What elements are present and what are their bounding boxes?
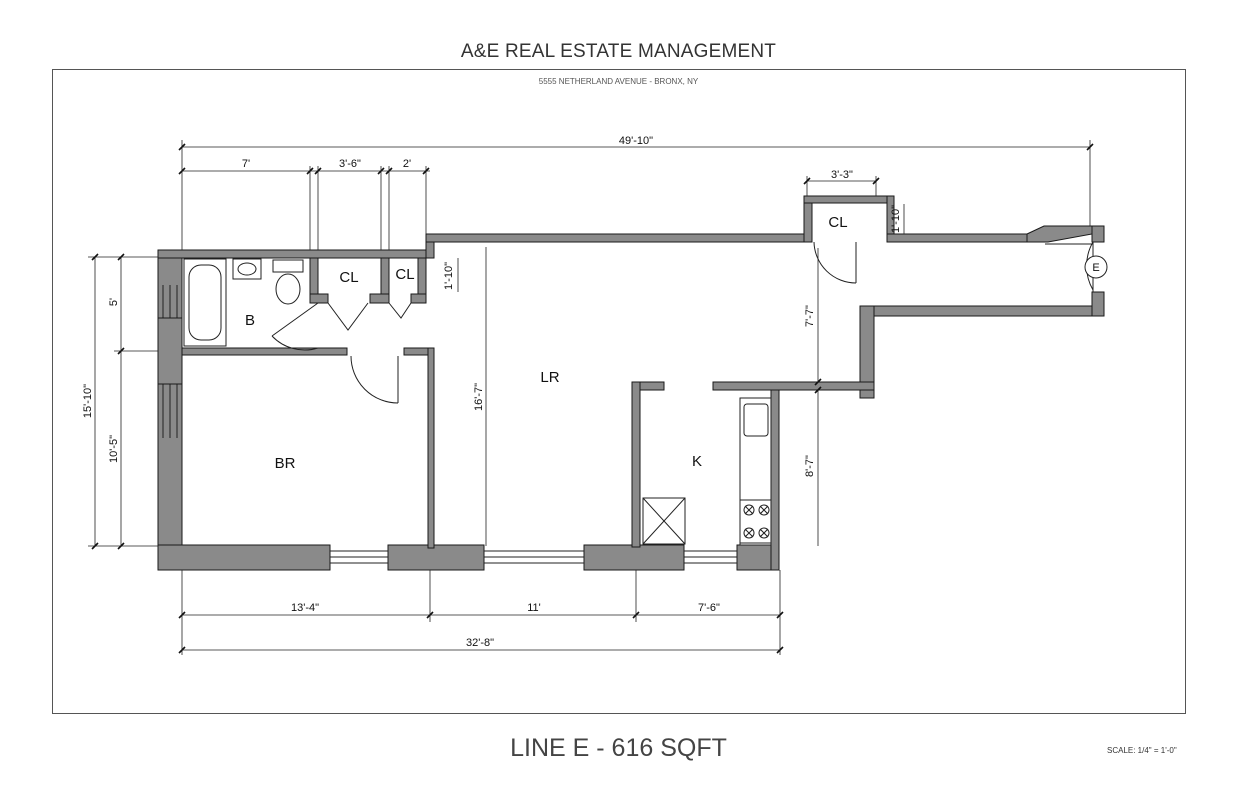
- scale-note: SCALE: 1/4" = 1'-0": [1107, 746, 1177, 755]
- dim-kitchen-depth: 8'-7": [804, 455, 816, 477]
- dim-overall-width: 49'-10": [619, 135, 653, 147]
- unit-title: LINE E - 616 SQFT: [510, 734, 727, 762]
- room-living: LR: [540, 369, 559, 386]
- dim-top-closet1: 3'-6": [339, 158, 361, 170]
- refrigerator: [642, 497, 686, 545]
- drawing-frame: [52, 69, 1186, 714]
- dim-entry-closet-depth: 1'-10": [890, 205, 902, 233]
- dim-bottom-overall: 32'-8": [466, 637, 494, 649]
- dim-bottom-bedroom: 13'-4": [291, 602, 319, 614]
- company-name: A&E REAL ESTATE MANAGEMENT: [460, 41, 777, 62]
- dim-left-overall: 15'-10": [82, 384, 94, 418]
- room-bedroom: BR: [275, 455, 296, 472]
- fixtures: [183, 255, 1108, 546]
- room-kitchen: K: [692, 453, 702, 470]
- dim-entry-closet-width: 3'-3": [831, 169, 853, 181]
- property-address: 5555 NETHERLAND AVENUE - BRONX, NY: [538, 77, 699, 86]
- bathtub: [183, 258, 227, 347]
- room-entry: E: [1092, 262, 1099, 274]
- walls: [157, 195, 1105, 571]
- room-labels: B CL CL CL BR LR K E: [245, 214, 1100, 472]
- stove: [739, 499, 772, 544]
- windows: [157, 285, 737, 564]
- dim-left-bath: 5': [108, 298, 120, 306]
- room-bath: B: [245, 312, 255, 329]
- kitchen-counter: [739, 397, 772, 546]
- dim-top-bath: 7': [242, 158, 250, 170]
- dimension-ticks: [91, 143, 1094, 654]
- dimension-labels: 49'-10" 7' 3'-6" 2' 3'-3" 1'-10" 1'-10" …: [82, 135, 902, 649]
- toilet: [272, 259, 304, 273]
- dim-left-bedroom: 10'-5": [108, 435, 120, 463]
- dim-living-depth: 16'-7": [473, 383, 485, 411]
- entry-marker: [1084, 255, 1108, 279]
- dim-hall-depth: 7'-7": [804, 305, 816, 327]
- dim-closet-depth: 1'-10": [443, 262, 455, 290]
- room-closet-entry: CL: [828, 214, 847, 231]
- bath-sink: [232, 258, 262, 280]
- room-closet-bath: CL: [339, 269, 358, 286]
- dimension-lines: [88, 140, 1091, 655]
- dim-bottom-kitchen: 7'-6": [698, 602, 720, 614]
- kitchen-sink: [743, 403, 769, 437]
- dim-top-closet2: 2': [403, 158, 411, 170]
- dim-bottom-living: 11': [527, 602, 541, 614]
- room-closet-mid: CL: [395, 266, 414, 283]
